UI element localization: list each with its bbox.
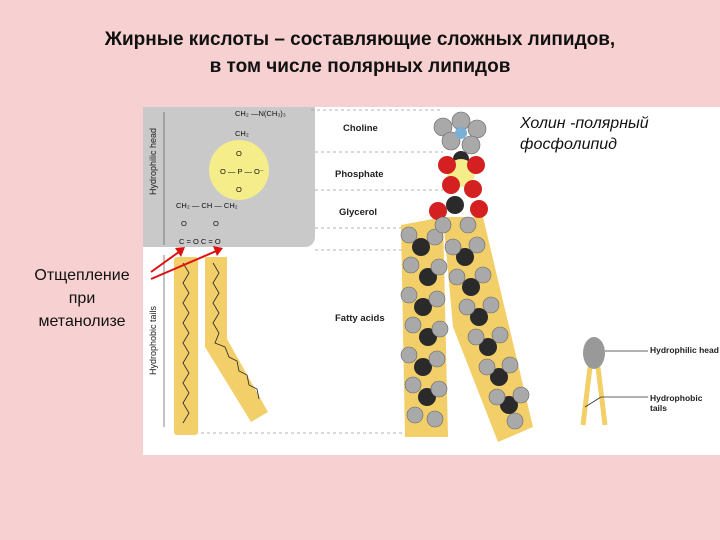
- slide-title: Жирные кислоты – составляющие сложных ли…: [0, 26, 720, 80]
- chem-o-lower: O: [236, 185, 242, 194]
- chem-o-ester-left: O: [181, 219, 187, 228]
- chem-o-ester-right: O: [213, 219, 219, 228]
- cleavage-note-line-2: при: [12, 287, 152, 310]
- molecule-head: [429, 112, 488, 233]
- chem-ch2-top: CH₂: [235, 109, 249, 118]
- legend-label-tails: Hydrophobic tails: [650, 393, 720, 413]
- choline-note-line-1: Холин -полярный: [520, 113, 649, 134]
- cleavage-note-line-3: метанолизе: [12, 310, 152, 333]
- chem-n-group: —N(CH₃)₃: [251, 109, 286, 118]
- structure-drawing: [143, 107, 720, 455]
- chem-ch2-second: CH₂: [235, 129, 249, 138]
- chem-phosphate-row: O — P — O⁻: [220, 167, 264, 176]
- chem-ester-row: C = O C = O: [179, 237, 221, 246]
- chem-glycerol-row: CH₂ — CH — CH₂: [176, 201, 238, 210]
- cleavage-note-line-1: Отщепление: [12, 264, 152, 287]
- phospholipid-figure: Hydrophilic head Hydrophobic tails CH₂ —…: [143, 107, 720, 455]
- choline-note: Холин -полярный фосфолипид: [520, 113, 649, 155]
- choline-note-line-2: фосфолипид: [520, 134, 649, 155]
- chem-o-upper: O: [236, 149, 242, 158]
- label-choline: Choline: [343, 123, 378, 134]
- label-fatty-acids: Fatty acids: [335, 313, 385, 324]
- title-line-2: в том числе полярных липидов: [0, 53, 720, 80]
- legend-molecule: [583, 337, 648, 425]
- legend-label-head: Hydrophilic head: [650, 345, 720, 355]
- title-line-1: Жирные кислоты – составляющие сложных ли…: [0, 26, 720, 53]
- cleavage-note: Отщепление при метанолизе: [12, 264, 152, 333]
- label-hydrophilic-head: Hydrophilic head: [148, 128, 158, 195]
- label-glycerol: Glycerol: [339, 207, 377, 218]
- label-phosphate: Phosphate: [335, 169, 384, 180]
